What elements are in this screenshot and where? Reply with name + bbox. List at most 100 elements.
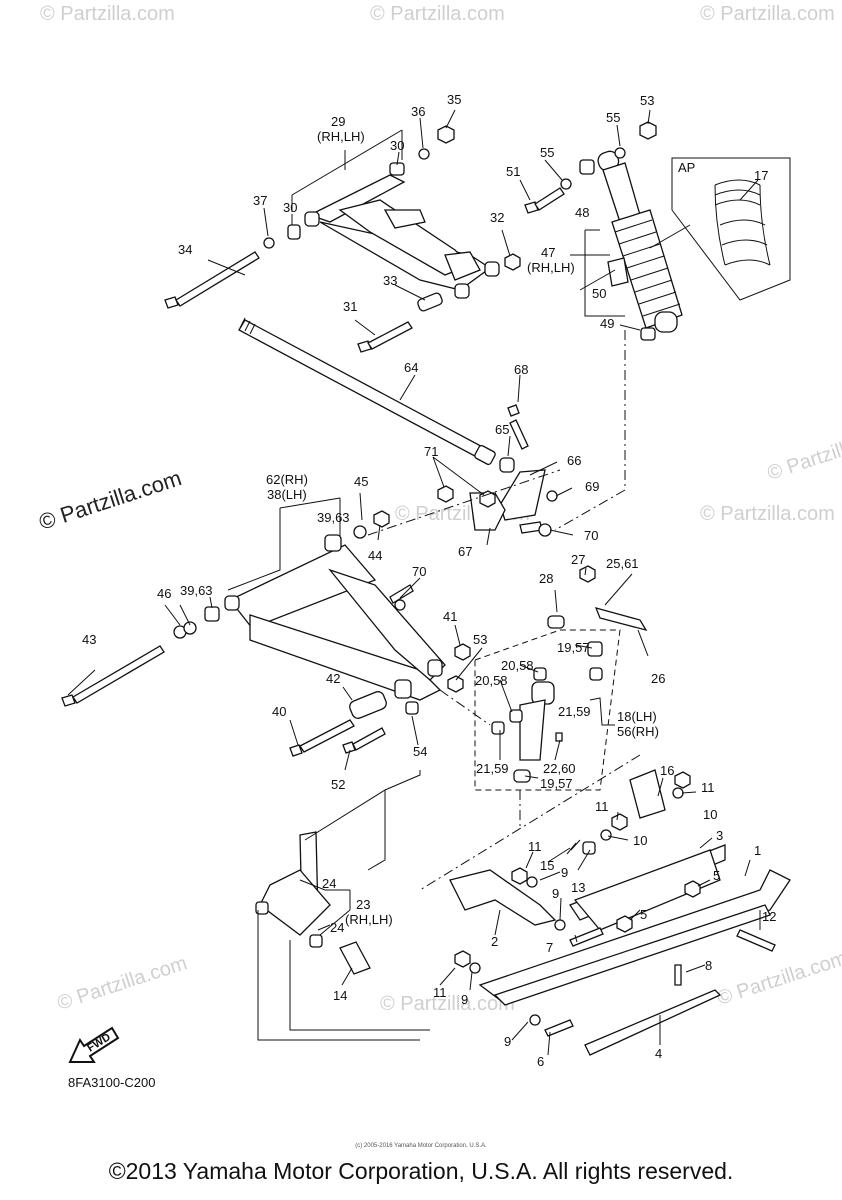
- callout: 11: [433, 985, 447, 1000]
- leader-lines: [67, 109, 761, 1056]
- callout: 44: [368, 548, 382, 563]
- callout: 41: [443, 609, 457, 624]
- callout: (RH,LH): [317, 129, 365, 144]
- callout: AP: [678, 160, 695, 175]
- callout: 55: [606, 110, 620, 125]
- callout: 39,63: [180, 583, 213, 598]
- callout: 71: [424, 444, 438, 459]
- callout: 49: [600, 316, 614, 331]
- callout: 19,57: [557, 640, 590, 655]
- watermark: © Partzilla.com: [380, 993, 515, 1015]
- forward-arrow-icon: FWD: [68, 1026, 120, 1063]
- callout: 68: [514, 362, 528, 377]
- ski-assembly: [449, 769, 791, 1056]
- callout: 15: [540, 858, 554, 873]
- callout: 21,59: [558, 704, 591, 719]
- callout: 43: [82, 632, 96, 647]
- upper-a-arm: [164, 125, 521, 353]
- callout: 10: [633, 833, 647, 848]
- alignment-lines: [304, 330, 641, 891]
- callout: 27: [571, 552, 585, 567]
- callout: 50: [592, 286, 606, 301]
- callout: 35: [447, 92, 461, 107]
- callout: 70: [584, 528, 598, 543]
- callout: 4: [655, 1046, 662, 1061]
- callout: 11: [528, 839, 542, 854]
- callout: 33: [383, 273, 397, 288]
- callout: 25,61: [606, 556, 639, 571]
- callout: 31: [343, 299, 357, 314]
- spindle-assembly: [474, 565, 648, 791]
- callout: 28: [539, 571, 553, 586]
- callout: 5: [713, 868, 720, 883]
- callout: 21,59: [476, 761, 509, 776]
- callout: 14: [333, 988, 347, 1003]
- callout: 2: [491, 934, 498, 949]
- callout: 51: [506, 164, 520, 179]
- steering-arm: [255, 831, 430, 1041]
- callout: 69: [585, 479, 599, 494]
- callout-labels: 35 36 29 (RH,LH) 30 30 37 34 32 33 31 55…: [82, 92, 776, 1069]
- torsion-shaft: [238, 317, 496, 465]
- callout: 11: [595, 799, 609, 814]
- watermark: © Partzilla.com: [700, 503, 835, 525]
- callout: 6: [537, 1054, 544, 1069]
- callout: 17: [754, 168, 768, 183]
- callout: 9: [552, 886, 559, 901]
- callout: 53: [473, 632, 487, 647]
- callout: 30: [390, 138, 404, 153]
- callout: 1: [754, 843, 761, 858]
- lower-a-arm: [61, 510, 471, 757]
- callout: (RH,LH): [345, 912, 393, 927]
- small-copyright: (c) 2005-2016 Yamaha Motor Corporation, …: [355, 1143, 487, 1149]
- watermark: © Partzilla.com: [40, 3, 175, 25]
- callout: 42: [326, 671, 340, 686]
- callout: 3: [716, 828, 723, 843]
- callout: 45: [354, 474, 368, 489]
- callout: 9: [561, 865, 568, 880]
- callout: 11: [701, 780, 715, 795]
- callout: 48: [575, 205, 589, 220]
- watermark: © Partzilla.com: [765, 422, 842, 485]
- callout: 46: [157, 586, 171, 601]
- watermark: © Partzilla.com: [715, 947, 842, 1010]
- callout: 29: [331, 114, 345, 129]
- callout: 64: [404, 360, 418, 375]
- callout: 26: [651, 671, 665, 686]
- callout: 70: [412, 564, 426, 579]
- callout: 5: [640, 907, 647, 922]
- callout: 47: [541, 245, 555, 260]
- callout: 19,57: [540, 776, 573, 791]
- callout: 34: [178, 242, 192, 257]
- callout: 54: [413, 744, 427, 759]
- watermark: © Partzilla.com: [55, 952, 190, 1015]
- ap-spring-box: [649, 157, 791, 301]
- link-assembly: [437, 404, 558, 537]
- callout: 8: [705, 958, 712, 973]
- callout: 12: [762, 909, 776, 924]
- shock-absorber: [524, 121, 683, 341]
- callout: 9: [461, 992, 468, 1007]
- callout: 24: [330, 920, 344, 935]
- callout: 53: [640, 93, 654, 108]
- callout: 66: [567, 453, 581, 468]
- callout: 52: [331, 777, 345, 792]
- callout: 55: [540, 145, 554, 160]
- callout: 37: [253, 193, 267, 208]
- callout: 32: [490, 210, 504, 225]
- callout: 40: [272, 704, 286, 719]
- callout: 18(LH): [617, 709, 657, 724]
- callout: 67: [458, 544, 472, 559]
- watermark-group: © Partzilla.com © Partzilla.com © Partzi…: [40, 3, 842, 1015]
- callout: 10: [703, 807, 717, 822]
- callout: 7: [546, 940, 553, 955]
- callout: 62(RH): [266, 472, 308, 487]
- watermark-main: © Partzilla.com: [36, 465, 185, 535]
- callout: 13: [571, 880, 585, 895]
- callout: 23: [356, 897, 370, 912]
- callout: 22,60: [543, 761, 576, 776]
- callout: 30: [283, 200, 297, 215]
- watermark: © Partzilla.com: [700, 3, 835, 25]
- callout: (RH,LH): [527, 260, 575, 275]
